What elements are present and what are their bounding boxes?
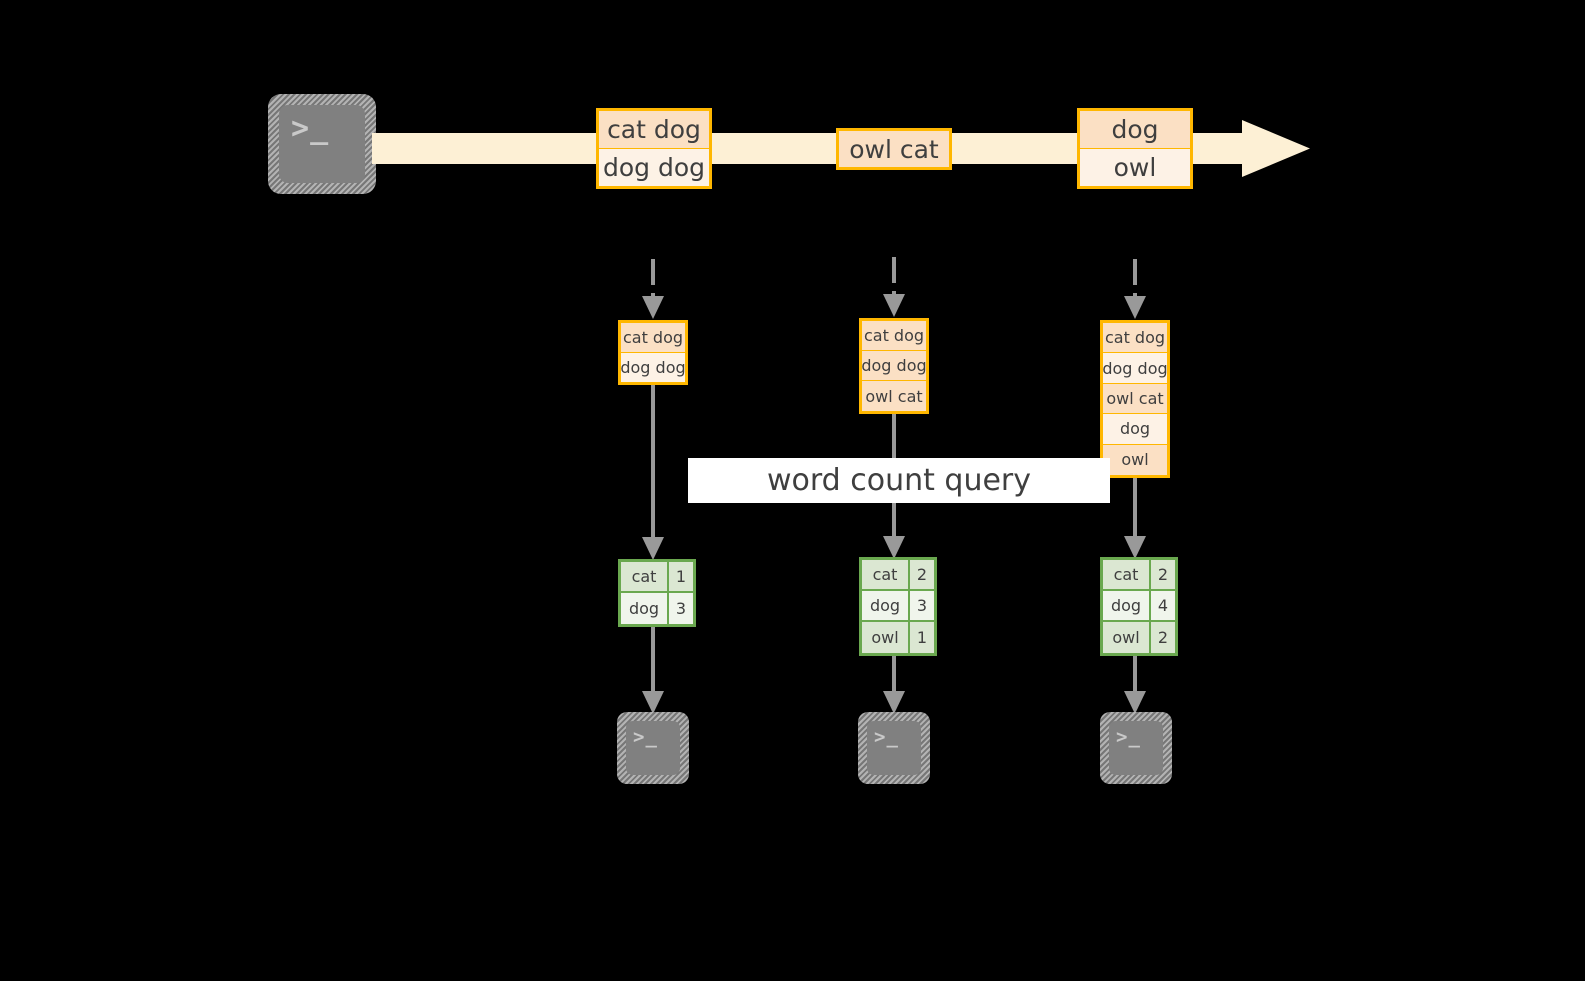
snapshot-3-buffer-row: cat dog <box>1103 323 1167 354</box>
result-count: 4 <box>1151 591 1175 620</box>
snapshot-1-dashed-down-arrow-icon <box>638 258 668 320</box>
table-row: dog 3 <box>621 593 693 624</box>
terminal-prompt-glyph: >_ <box>291 111 330 147</box>
terminal-screen: >_ <box>626 721 680 775</box>
terminal-prompt-glyph: >_ <box>874 726 899 749</box>
stream-event-2-line-1: owl cat <box>839 131 949 167</box>
query-label-text: word count query <box>766 463 1032 498</box>
snapshot-3-buffer-row: owl <box>1103 444 1167 476</box>
snapshot-2-result-table: cat 2 dog 3 owl 1 <box>859 557 937 656</box>
snapshot-2-buffer-row: dog dog <box>861 351 927 382</box>
snapshot-2-output-arrow-icon <box>879 656 909 715</box>
terminal-prompt-glyph: >_ <box>1116 726 1141 749</box>
snapshot-1-output-arrow-icon <box>638 627 668 715</box>
result-count: 1 <box>669 562 693 591</box>
result-word: owl <box>862 622 910 653</box>
terminal-prompt-glyph: >_ <box>633 726 658 749</box>
table-row: cat 2 <box>862 560 934 591</box>
stream-event-1-line-1: cat dog <box>599 111 709 149</box>
table-row: dog 3 <box>862 591 934 622</box>
snapshot-2-buffer-row: cat dog <box>862 321 926 352</box>
result-word: dog <box>1103 591 1151 620</box>
terminal-screen: >_ <box>279 105 365 183</box>
result-word: cat <box>1103 560 1151 589</box>
table-row: owl 2 <box>1103 622 1175 653</box>
result-count: 2 <box>1151 622 1175 653</box>
result-word: owl <box>1103 622 1151 653</box>
snapshot-1-buffer-row: cat dog <box>621 323 685 353</box>
stream-event-2: owl cat <box>836 128 952 170</box>
snapshot-3-result-table: cat 2 dog 4 owl 2 <box>1100 557 1178 656</box>
stream-event-3-line-1: dog <box>1080 111 1190 149</box>
table-row: owl 1 <box>862 622 934 653</box>
snapshot-2-sink-terminal-icon: >_ <box>858 712 930 784</box>
terminal-screen: >_ <box>867 721 921 775</box>
snapshot-1-process-arrow-icon <box>638 385 668 561</box>
snapshot-1-result-table: cat 1 dog 3 <box>618 559 696 627</box>
snapshot-3-buffer: cat dog dog dog owl cat dog owl <box>1100 320 1170 478</box>
result-count: 3 <box>669 593 693 624</box>
result-word: cat <box>862 560 910 589</box>
snapshot-2-buffer-row: owl cat <box>862 381 926 412</box>
snapshot-1-buffer-row: dog dog <box>620 352 686 382</box>
snapshot-3-sink-terminal-icon: >_ <box>1100 712 1172 784</box>
result-word: dog <box>862 591 910 620</box>
snapshot-1-sink-terminal-icon: >_ <box>617 712 689 784</box>
snapshot-3-buffer-row: owl cat <box>1103 383 1167 415</box>
table-row: cat 2 <box>1103 560 1175 591</box>
result-count: 1 <box>910 622 934 653</box>
result-count: 2 <box>910 560 934 589</box>
result-word: dog <box>621 593 669 624</box>
table-row: dog 4 <box>1103 591 1175 622</box>
snapshot-3-dashed-down-arrow-icon <box>1120 258 1150 320</box>
snapshot-3-buffer-row: dog <box>1103 414 1167 445</box>
stream-event-1: cat dog dog dog <box>596 108 712 189</box>
result-word: cat <box>621 562 669 591</box>
result-count: 3 <box>910 591 934 620</box>
result-count: 2 <box>1151 560 1175 589</box>
source-terminal-icon: >_ <box>268 94 376 194</box>
stream-event-3-line-2: owl <box>1080 148 1190 186</box>
snapshot-3-output-arrow-icon <box>1120 656 1150 715</box>
query-label: word count query <box>688 458 1110 503</box>
snapshot-1-buffer: cat dog dog dog <box>618 320 688 385</box>
snapshot-2-buffer: cat dog dog dog owl cat <box>859 318 929 414</box>
table-row: cat 1 <box>621 562 693 593</box>
snapshot-2-dashed-down-arrow-icon <box>879 256 909 318</box>
stream-event-3: dog owl <box>1077 108 1193 189</box>
stream-event-1-line-2: dog dog <box>599 148 709 186</box>
terminal-screen: >_ <box>1109 721 1163 775</box>
snapshot-3-buffer-row: dog dog <box>1102 353 1168 384</box>
snapshot-3-process-arrow-icon <box>1120 478 1150 560</box>
